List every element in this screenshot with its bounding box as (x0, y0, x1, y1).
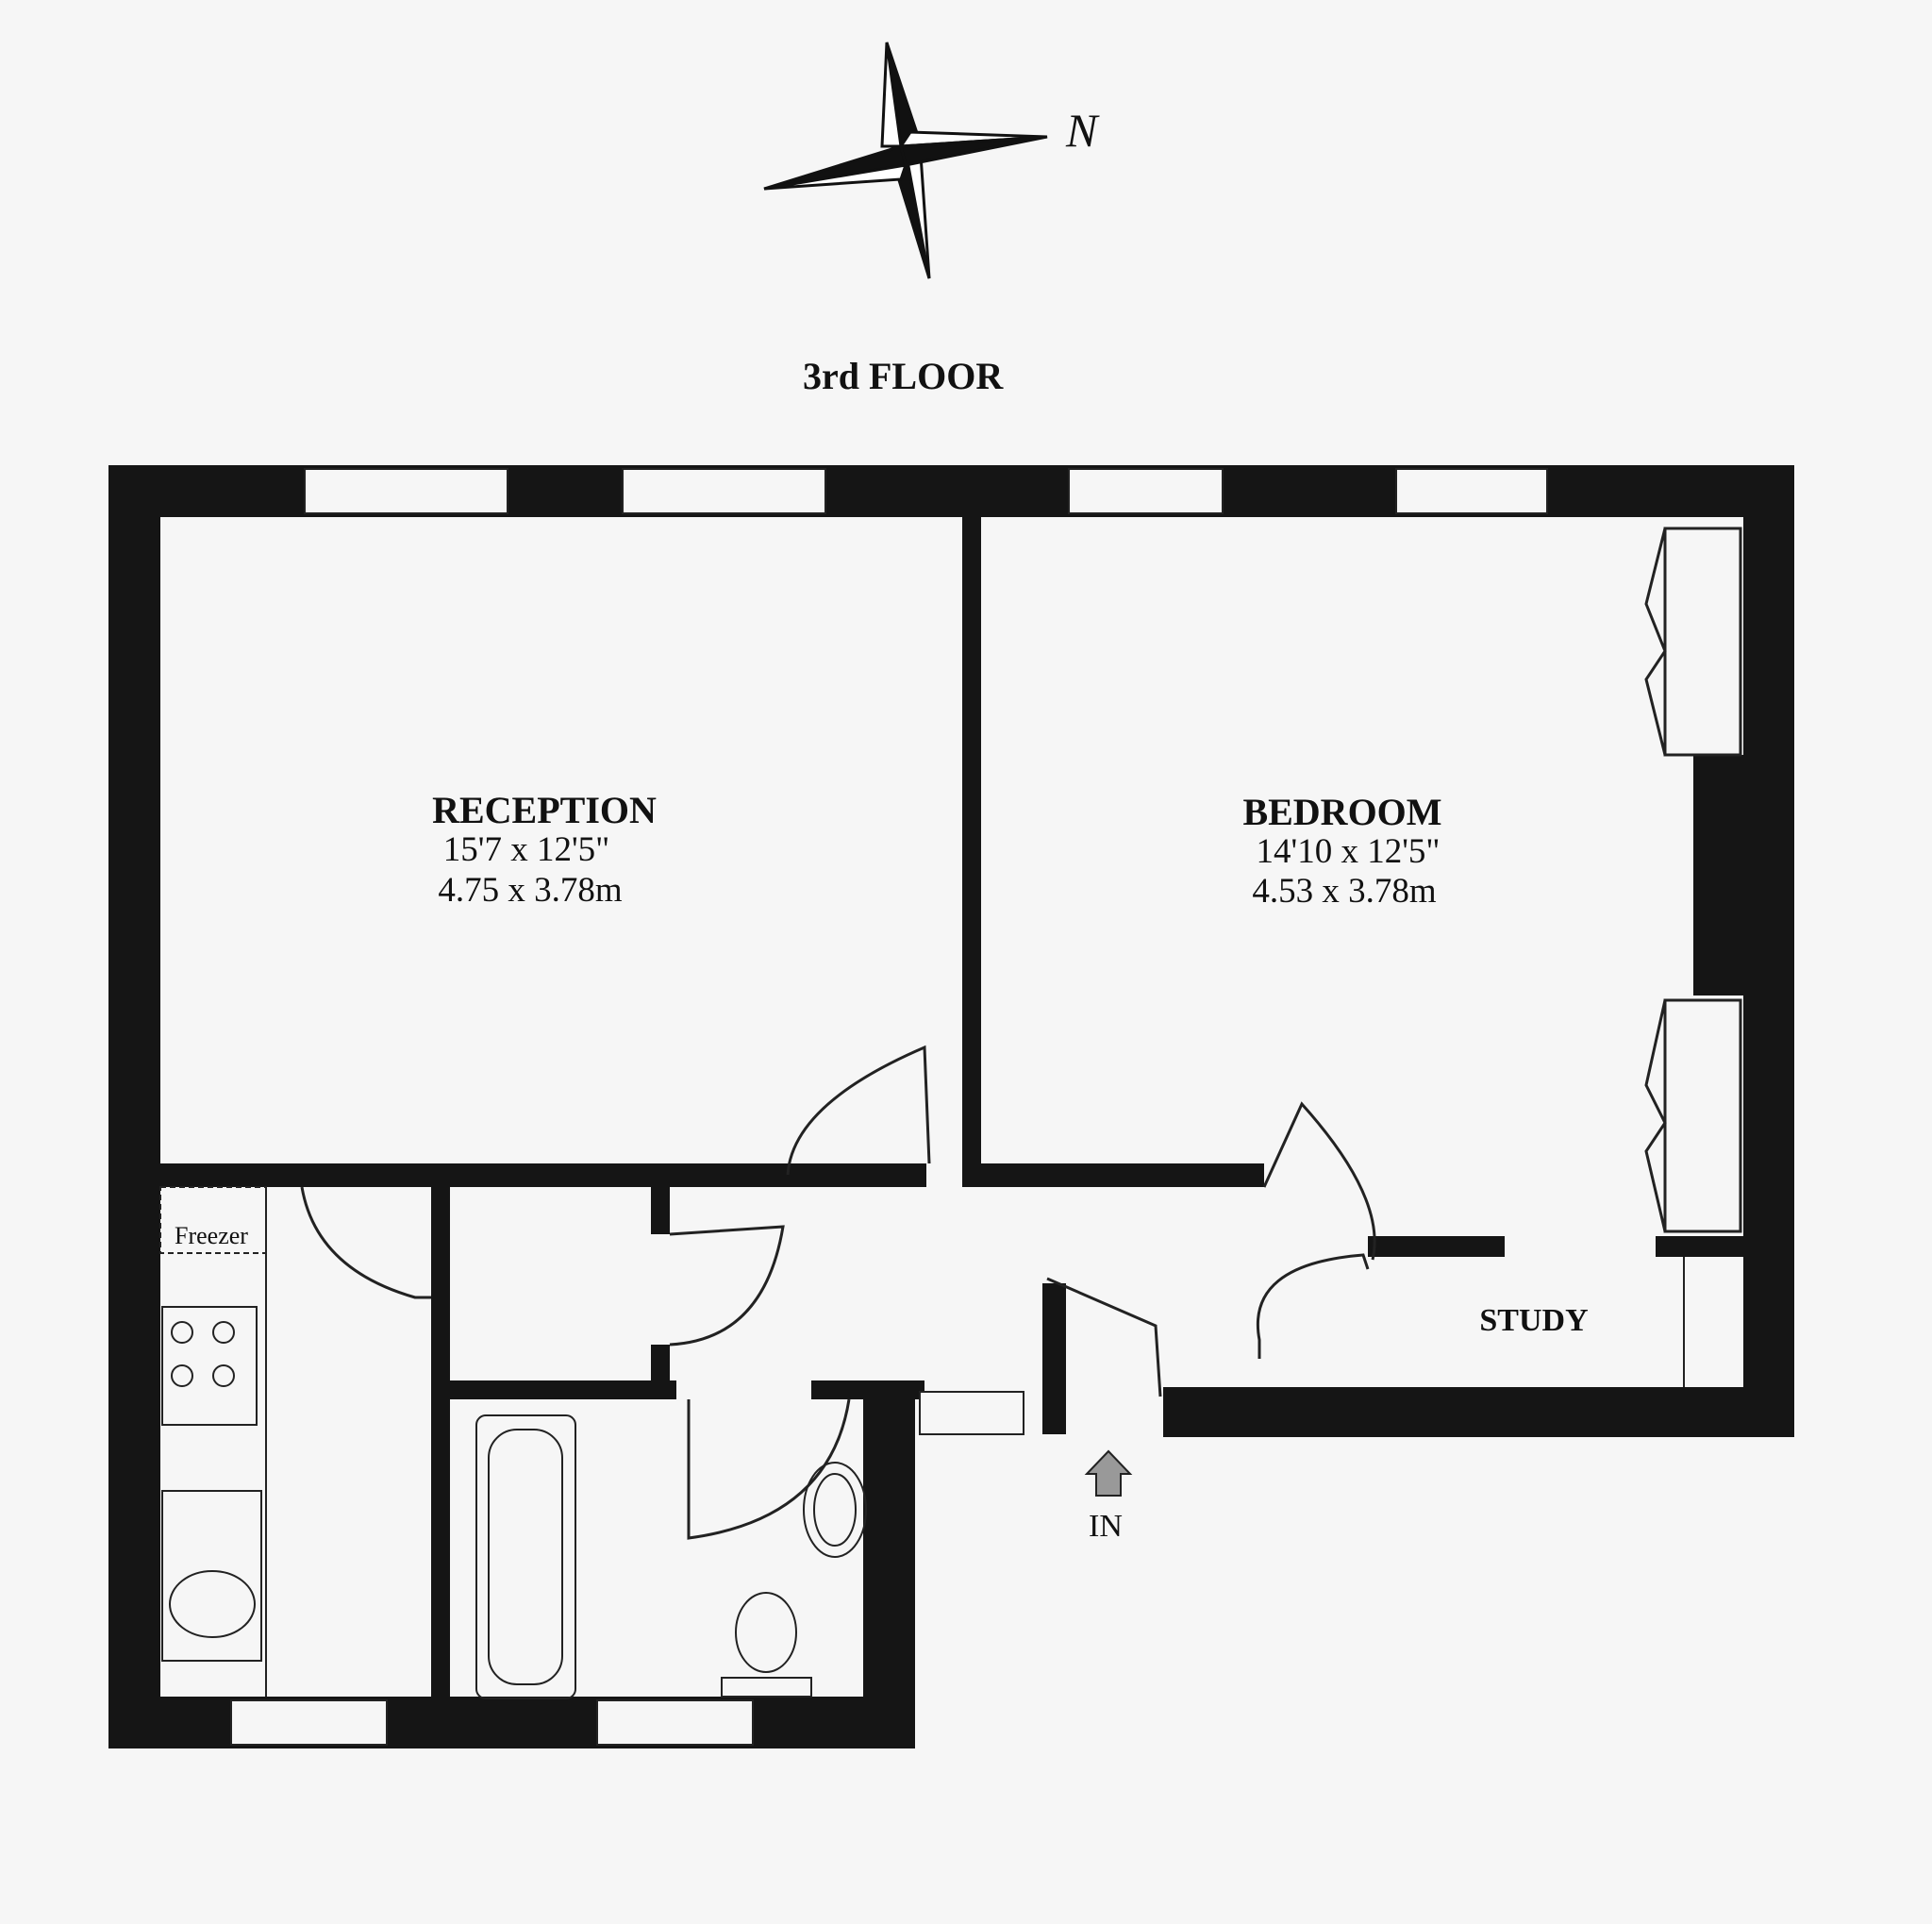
compass-north-label: N (1065, 104, 1100, 157)
door-swings (300, 1045, 1376, 1540)
room-dim-metric-bedroom: 4.53 x 3.78m (1252, 872, 1437, 911)
entrance-arrow-icon (1084, 1449, 1133, 1497)
windows (230, 468, 1548, 1746)
floor-label: 3rd FLOOR (803, 355, 1004, 397)
wardrobes (1644, 527, 1742, 1233)
kitchen-fittings (159, 1186, 267, 1697)
hob-icon (161, 1306, 258, 1426)
entrance-label: IN (1089, 1509, 1123, 1544)
room-name-bedroom: BEDROOM (1242, 791, 1441, 833)
room-name-study: STUDY (1479, 1303, 1588, 1338)
washbasin-icon (803, 1462, 867, 1558)
room-dim-metric-reception: 4.75 x 3.78m (438, 871, 623, 910)
room-dim-imperial-bedroom: 14'10 x 12'5" (1257, 832, 1441, 871)
freezer-label: Freezer (175, 1222, 248, 1249)
bathroom-fittings (475, 1414, 867, 1699)
room-dim-imperial-reception: 15'7 x 12'5" (443, 830, 609, 869)
walls (108, 465, 1794, 1748)
bathtub-icon (475, 1414, 576, 1699)
compass-rose-icon (763, 42, 1048, 279)
toilet-icon (735, 1592, 797, 1673)
sink-icon (161, 1490, 262, 1662)
room-name-reception: RECEPTION (432, 789, 657, 831)
